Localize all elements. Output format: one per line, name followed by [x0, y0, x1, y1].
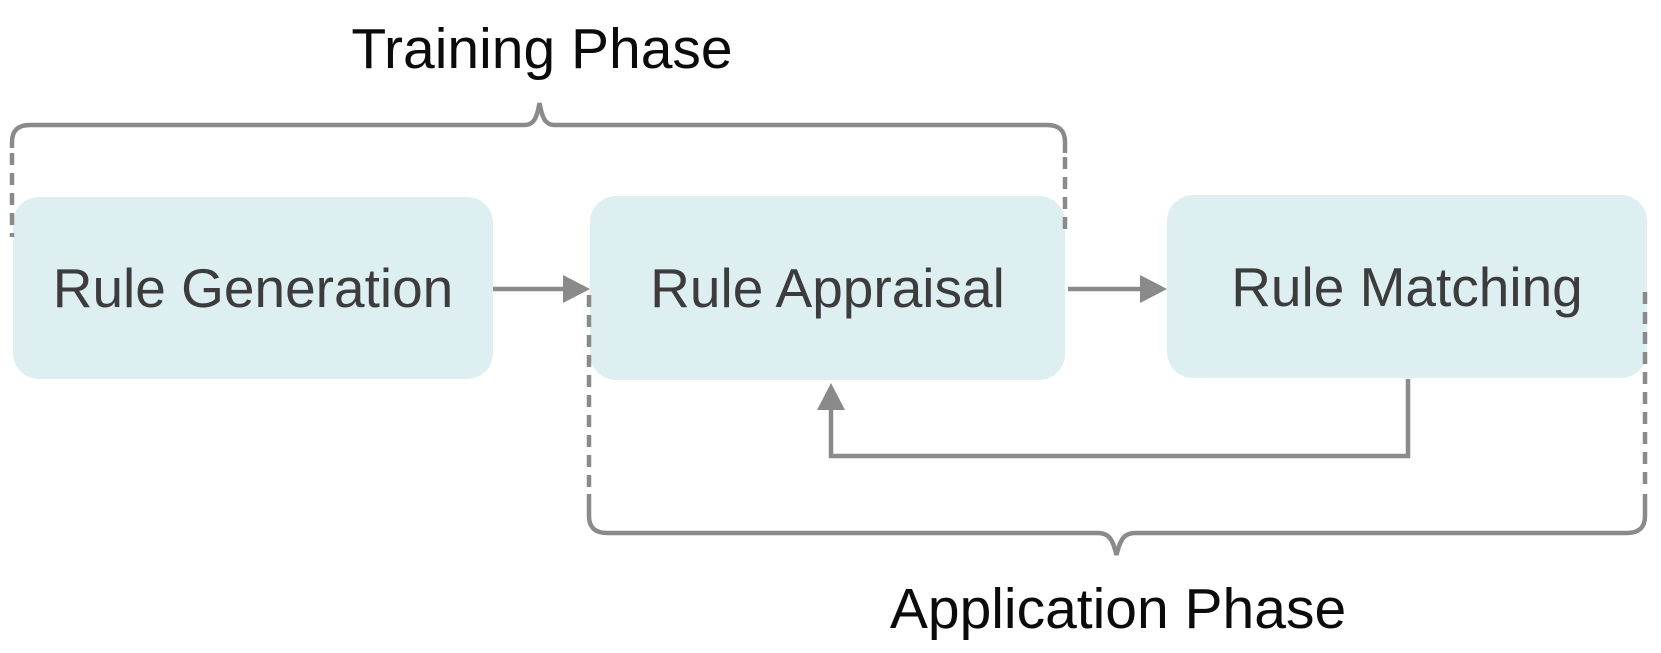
- arrowhead-feedback: [817, 383, 845, 410]
- node-rule-generation-label: Rule Generation: [52, 257, 454, 319]
- arrowhead-generation-to-appraisal: [563, 275, 590, 303]
- training-brace-solid: [9, 102, 1068, 153]
- feedback-arrow-matching-to-appraisal: [828, 379, 1411, 459]
- application-brace-solid: [586, 494, 1648, 556]
- node-rule-matching-label: Rule Matching: [1231, 255, 1583, 318]
- application-phase-label: Application Phase: [889, 577, 1347, 641]
- node-rule-matching: Rule Matching: [1167, 195, 1647, 378]
- node-rule-appraisal-label: Rule Appraisal: [650, 257, 1005, 319]
- node-rule-generation: Rule Generation: [13, 197, 493, 379]
- training-phase-label: Training Phase: [351, 17, 733, 81]
- node-rule-appraisal: Rule Appraisal: [590, 196, 1065, 380]
- arrowhead-appraisal-to-matching: [1140, 275, 1167, 303]
